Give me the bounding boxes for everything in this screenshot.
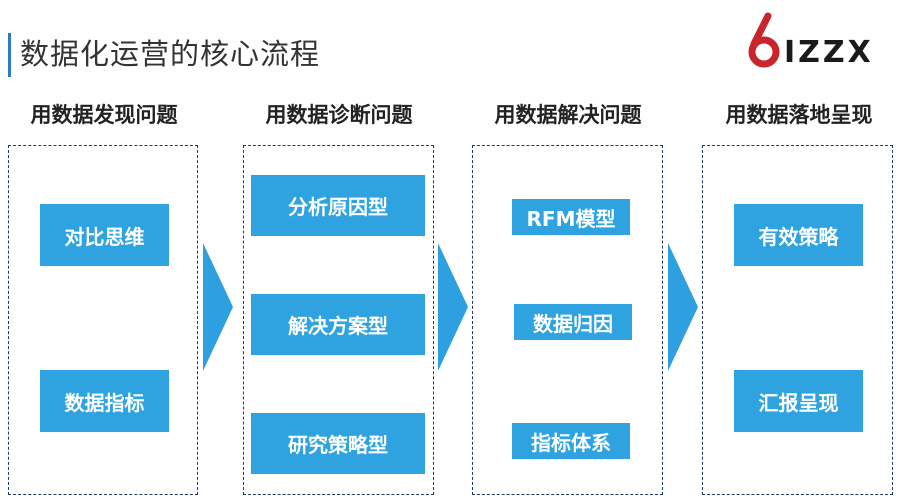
step-data-attribution: 数据归因 — [514, 304, 632, 340]
flow-arrow-icon — [438, 243, 468, 371]
logo-mark-icon — [748, 12, 780, 68]
step-cause-analysis: 分析原因型 — [251, 175, 425, 236]
step-indicator-system: 指标体系 — [512, 423, 630, 459]
step-data-indicators: 数据指标 — [40, 370, 169, 432]
column-header-solve: 用数据解决问题 — [494, 103, 642, 127]
column-header-land: 用数据落地呈现 — [725, 103, 873, 127]
group-solve — [472, 145, 663, 495]
step-effective-strategy: 有效策略 — [734, 204, 863, 266]
logo-text: IZZX — [784, 35, 874, 70]
step-compare-thinking: 对比思维 — [40, 204, 169, 266]
group-diagnose — [243, 145, 434, 495]
column-header-diagnose: 用数据诊断问题 — [265, 103, 413, 127]
group-discover — [8, 145, 198, 495]
step-strategy-research: 研究策略型 — [251, 413, 425, 474]
step-rfm-model: RFM模型 — [512, 199, 630, 235]
page-title: 数据化运营的核心流程 — [20, 37, 321, 71]
column-header-discover: 用数据发现问题 — [30, 103, 178, 127]
step-report-presentation: 汇报呈现 — [734, 370, 863, 432]
group-land — [702, 145, 893, 495]
step-solution: 解决方案型 — [251, 294, 425, 355]
flow-arrow-icon — [203, 243, 233, 371]
title-accent-bar — [8, 33, 11, 77]
logo: IZZX — [744, 12, 894, 72]
flow-arrow-icon — [668, 243, 698, 371]
